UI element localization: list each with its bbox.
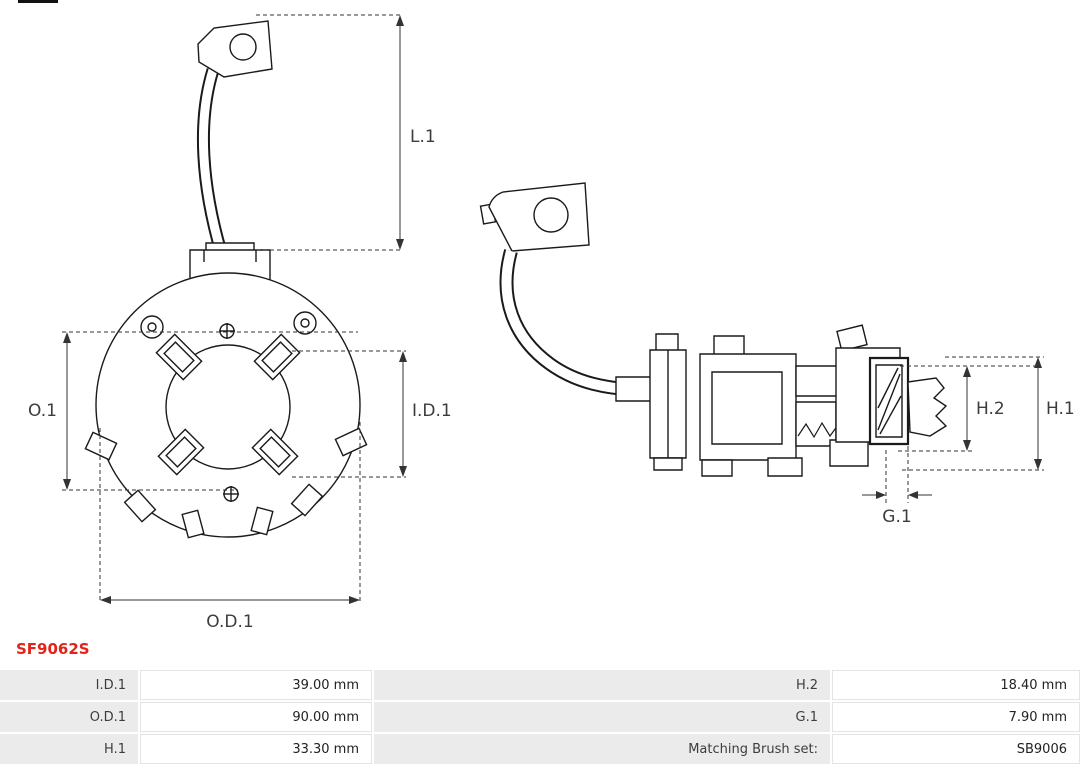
spec-value-id1: 39.00 mm: [140, 670, 372, 700]
spec-label-h1: H.1: [0, 734, 138, 764]
dimension-L1: L.1: [256, 15, 436, 250]
side-view-drawing: [481, 183, 946, 476]
dimension-H2: H.2: [898, 366, 1040, 451]
spec-label-od1: O.D.1: [0, 702, 138, 732]
dim-label-g1: G.1: [882, 507, 911, 527]
lead-wire: [203, 70, 221, 252]
spec-value-od1: 90.00 mm: [140, 702, 372, 732]
brush-assembly: [836, 325, 908, 444]
dim-label-od1: O.D.1: [206, 612, 253, 632]
brush-box: [156, 334, 201, 379]
dim-label-id1: I.D.1: [412, 401, 452, 421]
spec-label-g1: G.1: [374, 702, 830, 732]
brush-box: [158, 429, 203, 474]
dimension-OD1: O.D.1: [100, 422, 360, 632]
spec-value-g1: 7.90 mm: [832, 702, 1080, 732]
spec-label-h2: H.2: [374, 670, 830, 700]
screw-hole-bottom: [223, 486, 239, 502]
dimension-ID1: I.D.1: [292, 351, 452, 477]
spec-value-brush-set: SB9006: [832, 734, 1080, 764]
terminal-bracket: [481, 183, 589, 251]
dimension-H1: H.1: [902, 357, 1075, 470]
top-left-mark: [18, 0, 58, 3]
part-number: SF9062S: [16, 640, 90, 658]
spec-label-brush-set: Matching Brush set:: [374, 734, 830, 764]
spec-table: I.D.1 39.00 mm H.2 18.40 mm O.D.1 90.00 …: [0, 670, 1080, 764]
holder-body: [650, 334, 868, 476]
technical-drawing: L.1 O.1 I.D.1 O.D.1: [28, 0, 1075, 632]
rivet-left: [141, 316, 163, 338]
front-view-drawing: [85, 21, 366, 538]
brush-box: [254, 334, 299, 379]
side-lead-wire: [507, 251, 652, 401]
dim-label-o1: O.1: [28, 401, 57, 421]
dim-label-l1: L.1: [410, 127, 436, 147]
rivet-right: [294, 312, 316, 334]
dim-label-h1: H.1: [1046, 399, 1075, 419]
spec-value-h2: 18.40 mm: [832, 670, 1080, 700]
dim-label-h2: H.2: [976, 399, 1005, 419]
retaining-clip: [908, 378, 946, 436]
screw-hole-top: [219, 323, 235, 339]
dimension-O1: O.1: [28, 332, 358, 490]
dimension-G1: G.1: [862, 446, 932, 527]
brush-box: [252, 429, 297, 474]
spec-label-id1: I.D.1: [0, 670, 138, 700]
terminal-eyelet: [198, 21, 272, 77]
spec-value-h1: 33.30 mm: [140, 734, 372, 764]
brush-holder-plate: [85, 273, 366, 538]
